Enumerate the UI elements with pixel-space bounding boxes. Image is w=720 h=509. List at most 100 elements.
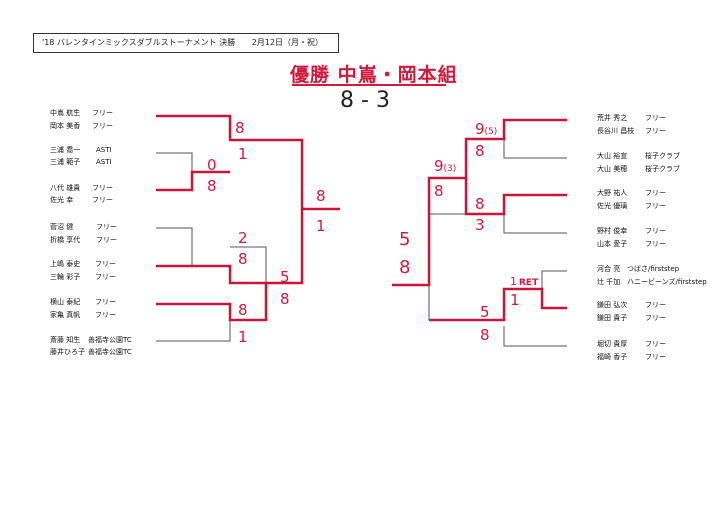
player-club: フリー — [96, 223, 117, 231]
score-note: (5) — [484, 127, 498, 137]
player-name: 斎藤 知生 — [50, 336, 81, 344]
score-mark: 9(5) — [475, 121, 497, 140]
player-name: 菅沼 健 — [50, 223, 74, 231]
winner-line — [464, 178, 567, 216]
player-name: 河合 亮 — [597, 265, 621, 273]
player-name: 家亀 真帆 — [50, 311, 81, 319]
player-club: フリー — [92, 196, 113, 204]
player-entry: 三浦 範子 ASTI — [50, 157, 112, 167]
player-name: 藤井ひろ子 — [50, 348, 85, 356]
bracket-line — [156, 303, 231, 342]
score-mark: 1 — [238, 328, 248, 346]
player-entry: 折橋 享代フリー — [50, 235, 117, 245]
score-mark: 5 — [480, 303, 490, 321]
player-club: 桜子クラブ — [645, 165, 680, 173]
player-name: 荒井 秀之 — [597, 114, 628, 122]
score-mark: 1 — [510, 291, 520, 309]
player-entry: 福崎 香子 フリー — [597, 352, 666, 362]
red-winner-lines — [156, 114, 567, 322]
player-entry: 八代 雄貴フリー — [50, 183, 113, 193]
score-mark: 8 — [207, 177, 217, 195]
player-name: 中嶌 航生 — [50, 109, 81, 117]
winner-line — [156, 170, 230, 192]
player-name: 鎌田 弘次 — [597, 301, 628, 309]
player-club: フリー — [645, 340, 666, 348]
player-club: 善福寺公園TC — [88, 336, 132, 344]
player-club: フリー — [95, 273, 116, 281]
player-entry: 河合 亮つばさ/firststep — [597, 264, 679, 274]
score-mark: 0 — [207, 156, 217, 174]
player-club: フリー — [645, 227, 666, 235]
player-entry: 荒井 秀之 フリー — [597, 113, 666, 123]
player-name: 野村 俊幸 — [597, 227, 628, 235]
score-mark: 8 — [235, 119, 245, 137]
score-mark: 9(3) — [434, 158, 456, 177]
winner-line — [156, 114, 340, 211]
player-name: 折橋 享代 — [50, 236, 81, 244]
player-name: 岡本 美香 — [50, 122, 81, 130]
player-entry: 佐光 幸フリー — [50, 195, 113, 205]
player-name: 上嶋 泰史 — [50, 260, 81, 268]
player-entry: 菅沼 健 フリー — [50, 222, 117, 232]
player-entry: 大山 美穂桜子クラブ — [597, 164, 680, 174]
bracket-line — [541, 270, 567, 308]
final-score: 8 - 3 — [340, 88, 390, 113]
player-name: 大野 祐人 — [597, 189, 628, 197]
player-club: フリー — [645, 301, 666, 309]
player-club: フリー — [645, 114, 666, 122]
score-mark: 5 — [280, 268, 290, 286]
score-mark: 2 — [238, 229, 248, 247]
player-club: 善福寺公園TC — [88, 348, 132, 356]
score-value: 9 — [475, 120, 485, 138]
score-mark: 8 — [238, 250, 248, 268]
player-name: 佐光 優璃 — [597, 202, 628, 210]
player-club: フリー — [645, 353, 666, 361]
score-mark: 1 — [316, 217, 326, 235]
player-entry: 佐光 優璃 フリー — [597, 201, 666, 211]
player-entry: 長谷川 昌枝フリー — [597, 126, 666, 136]
score-mark: 8 — [238, 301, 248, 319]
player-club: フリー — [645, 202, 666, 210]
player-club: フリー — [645, 240, 666, 248]
score-value: 9 — [434, 157, 444, 175]
player-entry: 野村 俊幸 フリー — [597, 226, 666, 236]
score-mark: 8 — [280, 290, 290, 308]
player-club: フリー — [645, 127, 666, 135]
player-club: ASTI — [96, 158, 112, 166]
player-club: ハニービーンズ/firststep — [627, 278, 707, 286]
score-mark: 8 — [316, 187, 326, 205]
player-club: フリー — [92, 109, 113, 117]
player-name: 福崎 香子 — [597, 353, 628, 361]
score-mark: 3 — [475, 216, 485, 234]
player-name: 鎌田 貴子 — [597, 314, 628, 322]
player-entry: 大野 祐人 フリー — [597, 188, 666, 198]
bracket-line — [428, 213, 466, 320]
player-entry: 大山 裕宣桜子クラブ — [597, 151, 680, 161]
bracket-line — [156, 152, 193, 191]
winner-line — [156, 209, 304, 322]
bracket-line — [156, 227, 193, 267]
player-name: 三輪 彩子 — [50, 273, 81, 281]
player-entry: 家亀 真帆フリー — [50, 310, 116, 320]
player-name: 辻 千加 — [597, 278, 621, 286]
header-box: '18 バレンタインミックスダブルストーナメント 決勝 2月12日（月・祝） — [33, 33, 339, 53]
score-value: 1 — [510, 275, 517, 288]
score-mark: 8 — [480, 326, 490, 344]
gray-bracket-lines — [156, 119, 567, 347]
score-note: (3) — [443, 164, 457, 174]
player-entry: 堀切 貴厚フリー — [597, 339, 666, 349]
player-entry: 鎌田 貴子 フリー — [597, 313, 666, 323]
bracket-line — [503, 214, 567, 234]
player-name: 三浦 喬一 — [50, 146, 81, 154]
player-club: フリー — [645, 314, 666, 322]
player-club: フリー — [645, 189, 666, 197]
score-mark: 8 — [475, 195, 485, 213]
player-name: 三浦 範子 — [50, 158, 81, 166]
header-title: '18 バレンタインミックスダブルストーナメント 決勝 — [42, 38, 236, 47]
winner-line — [392, 118, 567, 287]
player-club: つばさ/firststep — [627, 265, 680, 273]
player-name: 大山 裕宣 — [597, 152, 628, 160]
champion-label: 優勝 中嶌・岡本組 — [290, 64, 458, 86]
